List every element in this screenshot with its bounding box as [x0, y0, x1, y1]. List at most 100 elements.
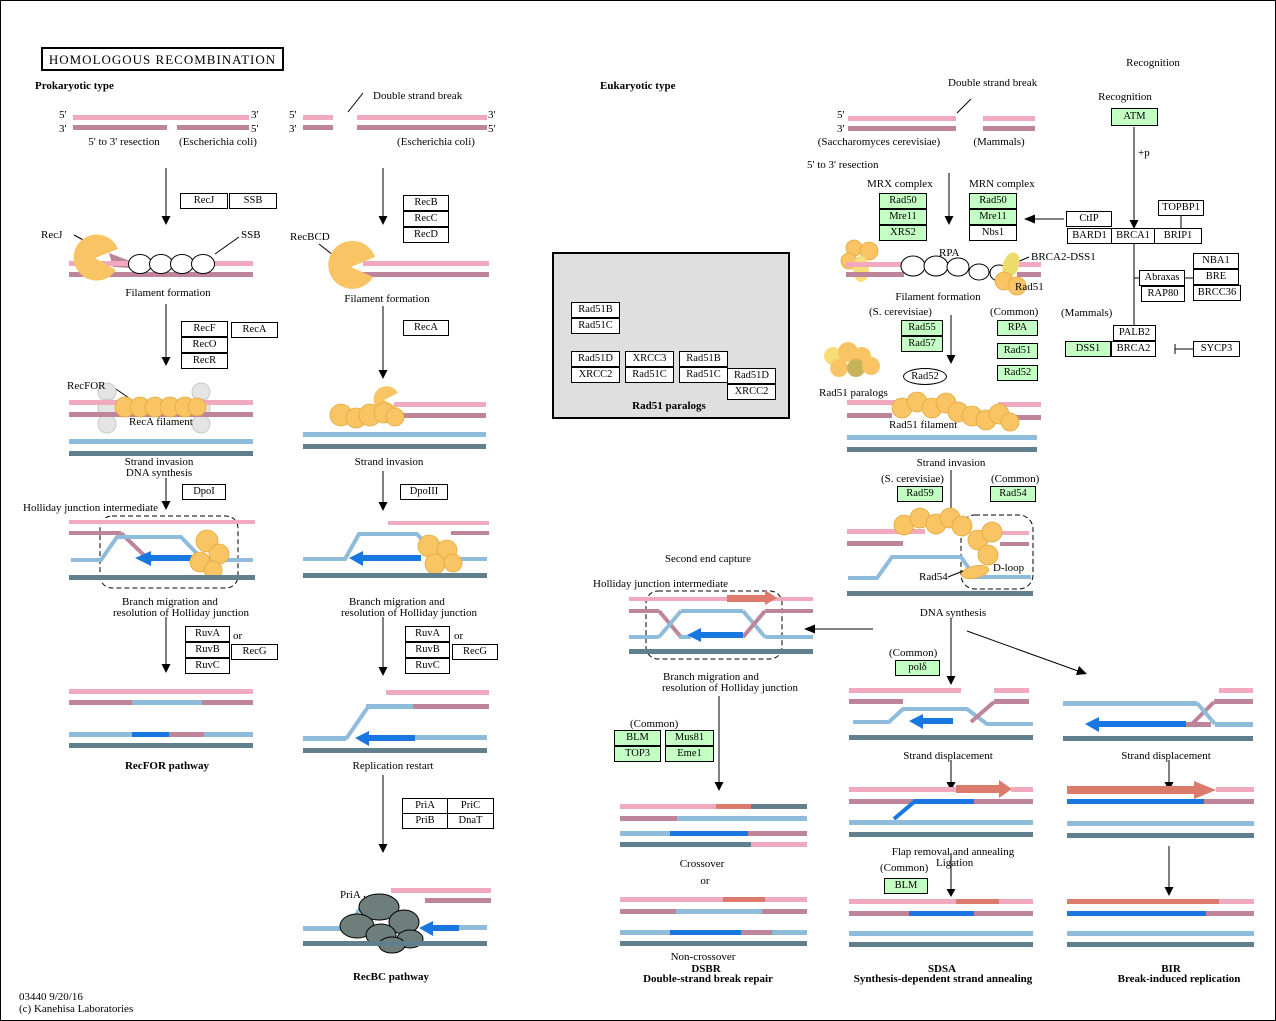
gene-box-ruva[interactable]: RuvA [185, 626, 230, 642]
gene-box-brca2[interactable]: BRCA2 [1111, 341, 1156, 357]
gene-box-rpa[interactable]: RPA [997, 320, 1038, 336]
gene-box-reca[interactable]: RecA [231, 322, 278, 338]
gene-box-rad51c3[interactable]: Rad51C [679, 367, 728, 383]
gene-box-ruvb[interactable]: RuvB [185, 642, 230, 658]
s-cerevisiae-label-2: (S. cerevisiae) [881, 473, 944, 485]
gene-box-ruvc2[interactable]: RuvC [405, 658, 450, 674]
sdsa-abbr-label: SDSA [927, 963, 957, 975]
gene-box-nbs1[interactable]: Nbs1 [969, 225, 1017, 241]
gene-box-topbp1[interactable]: TOPBP1 [1158, 200, 1204, 216]
gene-box-mrx-mre11[interactable]: Mre11 [879, 209, 927, 225]
gene-box-rad59[interactable]: Rad59 [897, 486, 943, 502]
rad52-oval[interactable]: Rad52 [903, 368, 947, 385]
gene-box-rad51[interactable]: Rad51 [997, 343, 1038, 359]
gene-box-mrn-mre11[interactable]: Mre11 [969, 209, 1017, 225]
gene-box-rad57[interactable]: Rad57 [901, 336, 943, 352]
gene-box-bard1[interactable]: BARD1 [1067, 228, 1112, 244]
gene-box-palb2[interactable]: PALB2 [1113, 325, 1156, 341]
gene-box-rad51c2[interactable]: Rad51C [625, 367, 674, 383]
gene-box-rap80[interactable]: RAP80 [1141, 286, 1185, 302]
gene-box-blm[interactable]: BLM [614, 730, 661, 746]
flap-removal-label: Flap removal and annealing [891, 846, 1015, 858]
rad54-label: Rad54 [919, 571, 948, 583]
gene-box-recr[interactable]: RecR [181, 353, 228, 369]
gene-box-nba1[interactable]: NBA1 [1193, 253, 1239, 269]
recfor-strand-invasion-label: Strand invasion [124, 456, 194, 468]
gene-box-dnat[interactable]: DnaT [447, 813, 494, 829]
dsbr-branch-label-2: resolution of Holliday junction [662, 682, 798, 694]
bir-arrows [1164, 760, 1174, 896]
brca2-dss1-label: BRCA2-DSS1 [1031, 251, 1096, 263]
gene-box-rad51d2[interactable]: Rad51D [727, 368, 776, 384]
gene-box-recb[interactable]: RecB [403, 195, 449, 211]
or-label: or [233, 630, 243, 642]
gene-box-rad51b2[interactable]: Rad51B [679, 351, 728, 367]
gene-box-brca1[interactable]: BRCA1 [1111, 228, 1155, 244]
bir-strand-displacement-label: Strand displacement [1121, 750, 1211, 762]
gene-box-brip1[interactable]: BRIP1 [1154, 228, 1202, 244]
gene-box-mrx-xrs2[interactable]: XRS2 [879, 225, 927, 241]
recfor-product-strands [69, 689, 253, 748]
gene-box-recd[interactable]: RecD [403, 227, 449, 243]
euk-arrows [804, 127, 1139, 685]
gene-box-recf[interactable]: RecF [181, 321, 228, 337]
gene-box-atm[interactable]: ATM [1111, 108, 1158, 126]
gene-box-top3[interactable]: TOP3 [614, 746, 661, 762]
gene-box-ssb[interactable]: SSB [229, 193, 277, 209]
map-id-label: 03440 9/20/16 [19, 991, 83, 1003]
gene-box-brcc36[interactable]: BRCC36 [1193, 285, 1241, 301]
gene-box-sycp3[interactable]: SYCP3 [1193, 341, 1240, 357]
gene-box-pold[interactable]: polδ [895, 660, 940, 676]
gene-box-rad52[interactable]: Rad52 [997, 365, 1038, 381]
gene-box-rad51d[interactable]: Rad51D [571, 351, 620, 367]
s-cerevisiae-label: (S. cerevisiae) [869, 306, 932, 318]
gene-box-reca2[interactable]: RecA [403, 320, 449, 336]
gene-box-xrcc2b[interactable]: XRCC2 [727, 384, 776, 400]
gene-box-pria[interactable]: PriA [402, 798, 448, 814]
rad51-paralogs-label: Rad51 paralogs [819, 387, 888, 399]
recbcd-pacman-icon [328, 240, 375, 289]
gene-box-rad51b[interactable]: Rad51B [571, 302, 620, 318]
rad51-paralogs-title: Rad51 paralogs [632, 400, 706, 412]
gene-box-ctip[interactable]: CtIP [1066, 211, 1112, 227]
gene-box-ruvc[interactable]: RuvC [185, 658, 230, 674]
euk-yeast-label: (Saccharomyces cerevisiae) [817, 136, 941, 148]
gene-box-blm2[interactable]: BLM [884, 878, 928, 894]
gene-box-mrx-rad50[interactable]: Rad50 [879, 193, 927, 209]
recfor-organism-label: (Escherichia coli) [179, 136, 257, 148]
gene-box-ruva2[interactable]: RuvA [405, 626, 450, 642]
gene-box-reco[interactable]: RecO [181, 337, 228, 353]
bir-product-strands [1067, 899, 1254, 947]
gene-box-mus81[interactable]: Mus81 [665, 730, 714, 746]
gene-box-rad54[interactable]: Rad54 [990, 486, 1036, 502]
gene-box-ruvb2[interactable]: RuvB [405, 642, 450, 658]
strand-end-label: 5' [488, 123, 496, 135]
gene-box-abraxas[interactable]: Abraxas [1139, 270, 1185, 286]
gene-box-recj[interactable]: RecJ [180, 193, 228, 209]
recbc-strand-invasion-drawing [303, 386, 486, 449]
gene-box-eme1[interactable]: Eme1 [665, 746, 714, 762]
gene-box-mrn-rad50[interactable]: Rad50 [969, 193, 1017, 209]
euk-dsb-label: Double strand break [948, 77, 1038, 89]
recbc-branch-label-2: resolution of Holliday junction [341, 607, 477, 619]
gene-box-rad51c[interactable]: Rad51C [571, 318, 620, 334]
gene-box-dpo1[interactable]: DpoI [182, 484, 226, 500]
gene-box-rad55[interactable]: Rad55 [901, 320, 943, 336]
euk-resection-label: 5' to 3' resection [807, 159, 879, 171]
bir-invasion-drawing [1063, 688, 1253, 741]
gene-box-dpo3[interactable]: DpoIII [400, 484, 448, 500]
gene-box-recg[interactable]: RecG [231, 644, 278, 660]
mammals-label: (Mammals) [1061, 307, 1113, 319]
gene-box-xrcc3[interactable]: XRCC3 [625, 351, 674, 367]
gene-box-xrcc2[interactable]: XRCC2 [571, 367, 620, 383]
gene-box-recc[interactable]: RecC [403, 211, 449, 227]
euk-filament-formation-label: Filament formation [895, 291, 981, 303]
gene-box-recg2[interactable]: RecG [452, 644, 498, 660]
gene-box-pric[interactable]: PriC [447, 798, 494, 814]
gene-box-dss1[interactable]: DSS1 [1065, 341, 1111, 357]
bir-replication-drawing [1067, 781, 1254, 838]
gene-box-bre[interactable]: BRE [1193, 269, 1239, 285]
rad51-filament-label: Rad51 filament [889, 419, 958, 431]
gene-box-prib[interactable]: PriB [402, 813, 448, 829]
